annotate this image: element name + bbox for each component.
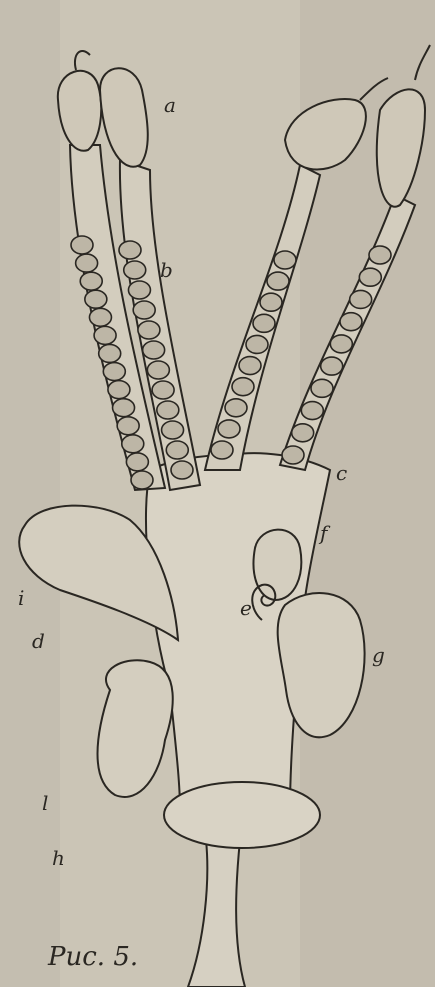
egg (350, 290, 372, 308)
egg (103, 363, 125, 381)
egg (369, 246, 391, 264)
egg (330, 335, 352, 353)
sac-2 (100, 68, 148, 166)
egg (85, 290, 107, 308)
label-b: b (160, 258, 173, 282)
lobe-d (98, 660, 173, 797)
egg (119, 241, 141, 259)
egg (113, 399, 135, 417)
stalk (188, 840, 245, 987)
label-i: i (18, 586, 24, 610)
egg (147, 361, 169, 379)
egg (321, 357, 343, 375)
egg (340, 313, 362, 331)
label-d: d (32, 629, 45, 653)
egg (89, 308, 111, 326)
egg (253, 314, 275, 332)
egg (94, 326, 116, 344)
label-c: c (336, 461, 347, 485)
sac-1 (58, 71, 101, 151)
egg (239, 357, 261, 375)
egg (157, 401, 179, 419)
egg (131, 471, 153, 489)
egg (232, 378, 254, 396)
egg (76, 254, 98, 272)
egg (108, 381, 130, 399)
egg (292, 424, 314, 442)
egg (71, 236, 93, 254)
egg (80, 272, 102, 290)
egg (126, 453, 148, 471)
egg (117, 417, 139, 435)
egg (311, 379, 333, 397)
egg (99, 344, 121, 362)
egg (166, 441, 188, 459)
egg (359, 268, 381, 286)
label-l: l (42, 791, 48, 815)
label-g: g (372, 643, 385, 667)
egg (122, 435, 144, 453)
egg (152, 381, 174, 399)
egg (267, 272, 289, 290)
egg (162, 421, 184, 439)
egg (218, 420, 240, 438)
label-h: h (52, 846, 65, 870)
base-disc (164, 782, 320, 848)
figure-caption: Рис. 5. (47, 942, 138, 972)
egg (211, 441, 233, 459)
egg (143, 341, 165, 359)
egg (301, 402, 323, 420)
label-a: a (164, 93, 176, 117)
egg (246, 335, 268, 353)
egg (260, 293, 282, 311)
label-e: e (240, 596, 252, 620)
egg (124, 261, 146, 279)
lobe-f (254, 530, 302, 600)
egg (282, 446, 304, 464)
egg (171, 461, 193, 479)
egg (128, 281, 150, 299)
egg (138, 321, 160, 339)
egg (133, 301, 155, 319)
egg (274, 251, 296, 269)
egg (225, 399, 247, 417)
